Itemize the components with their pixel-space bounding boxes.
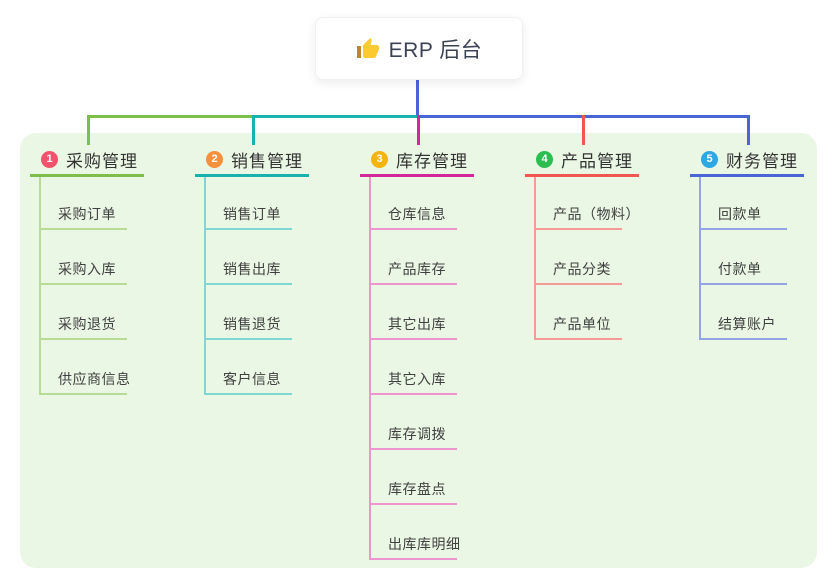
- branch-2-number-badge: 2: [206, 150, 223, 168]
- branch-3-underline: [360, 174, 474, 177]
- branch-3-label: 库存管理: [396, 151, 468, 171]
- child-node[interactable]: 出库库明细: [388, 536, 461, 552]
- branch-3-number-badge: 3: [371, 150, 388, 168]
- child-underline: [204, 228, 292, 230]
- branch-5-number-badge: 5: [701, 150, 718, 168]
- child-node[interactable]: 销售出库: [223, 261, 281, 277]
- child-node[interactable]: 其它出库: [388, 316, 446, 332]
- child-node[interactable]: 产品（物料）: [553, 206, 640, 222]
- child-node[interactable]: 采购订单: [58, 206, 116, 222]
- child-underline: [699, 283, 787, 285]
- branch-1-label: 采购管理: [66, 151, 138, 171]
- thumbs-up-icon: [356, 37, 380, 61]
- branch-5-drop-line: [747, 115, 750, 145]
- branch-4-number-badge: 4: [536, 150, 553, 168]
- child-node[interactable]: 其它入库: [388, 371, 446, 387]
- child-node[interactable]: 客户信息: [223, 371, 281, 387]
- child-node[interactable]: 库存调拨: [388, 426, 446, 442]
- branch-4-child-trunk-line: [534, 177, 536, 340]
- branch-5-child-trunk-line: [699, 177, 701, 340]
- child-node[interactable]: 付款单: [718, 261, 762, 277]
- child-node[interactable]: 销售退货: [223, 316, 281, 332]
- bus-segment-green: [87, 115, 252, 118]
- branch-1-child-trunk-line: [39, 177, 41, 395]
- child-node[interactable]: 仓库信息: [388, 206, 446, 222]
- branch-title-2[interactable]: 2 销售管理: [206, 147, 303, 171]
- root-title: ERP 后台: [388, 38, 483, 62]
- bus-segment-teal: [252, 115, 417, 118]
- child-underline: [369, 338, 457, 340]
- branch-1-underline: [30, 174, 144, 177]
- branch-3-child-trunk-line: [369, 177, 371, 560]
- branch-3-drop-line: [417, 115, 420, 145]
- branch-4-drop-line: [582, 115, 585, 145]
- child-underline: [369, 283, 457, 285]
- child-underline: [369, 393, 457, 395]
- child-underline: [534, 283, 622, 285]
- child-node[interactable]: 采购入库: [58, 261, 116, 277]
- branch-5-label: 财务管理: [726, 151, 798, 171]
- branch-1-number-badge: 1: [41, 150, 58, 168]
- child-underline: [369, 558, 457, 560]
- child-node[interactable]: 产品单位: [553, 316, 611, 332]
- child-node[interactable]: 结算账户: [718, 316, 776, 332]
- branch-title-4[interactable]: 4 产品管理: [536, 147, 633, 171]
- child-node[interactable]: 产品库存: [388, 261, 446, 277]
- branch-title-1[interactable]: 1 采购管理: [41, 147, 138, 171]
- child-underline: [699, 228, 787, 230]
- branch-2-child-trunk-line: [204, 177, 206, 395]
- branch-4-underline: [525, 174, 639, 177]
- child-underline: [369, 448, 457, 450]
- child-underline: [204, 283, 292, 285]
- child-underline: [369, 228, 457, 230]
- child-underline: [39, 338, 127, 340]
- child-underline: [39, 393, 127, 395]
- branch-2-label: 销售管理: [231, 151, 303, 171]
- branch-2-underline: [195, 174, 309, 177]
- branch-title-5[interactable]: 5 财务管理: [701, 147, 798, 171]
- branch-1-drop-line: [87, 115, 90, 145]
- branch-title-3[interactable]: 3 库存管理: [371, 147, 468, 171]
- child-node[interactable]: 产品分类: [553, 261, 611, 277]
- child-node[interactable]: 供应商信息: [58, 371, 131, 387]
- root-node[interactable]: ERP 后台: [315, 17, 523, 80]
- child-node[interactable]: 销售订单: [223, 206, 281, 222]
- child-node[interactable]: 采购退货: [58, 316, 116, 332]
- child-underline: [39, 283, 127, 285]
- root-connector-line: [416, 80, 419, 115]
- child-underline: [699, 338, 787, 340]
- child-underline: [204, 393, 292, 395]
- child-underline: [534, 228, 622, 230]
- child-node[interactable]: 库存盘点: [388, 481, 446, 497]
- branch-5-underline: [690, 174, 804, 177]
- child-underline: [369, 503, 457, 505]
- child-node[interactable]: 回款单: [718, 206, 762, 222]
- branch-2-drop-line: [252, 115, 255, 145]
- branch-4-label: 产品管理: [561, 151, 633, 171]
- child-underline: [534, 338, 622, 340]
- branches-panel: [20, 133, 817, 568]
- child-underline: [39, 228, 127, 230]
- child-underline: [204, 338, 292, 340]
